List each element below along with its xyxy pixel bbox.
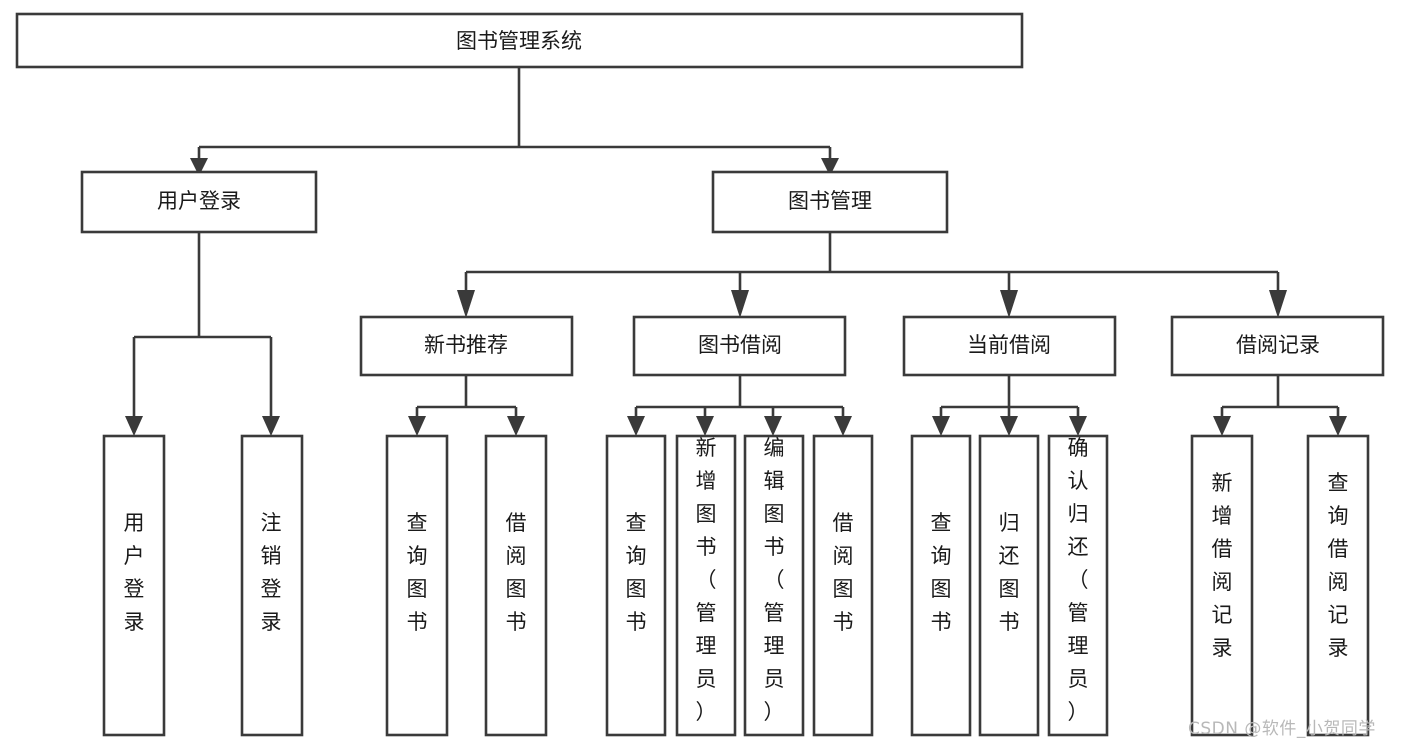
- node-new-book-rec-label: 新书推荐: [424, 333, 508, 357]
- node-leaf-add-record-label: 新增借阅记录: [1212, 471, 1233, 660]
- arrowhead-user-login: [190, 158, 208, 176]
- node-leaf-query-book-3-box[interactable]: [910, 434, 972, 737]
- connector-group-root: [190, 67, 839, 176]
- node-leaf-user-login-box[interactable]: [102, 434, 166, 737]
- node-leaf-query-book-2-box[interactable]: [605, 434, 667, 737]
- arrowhead-new-book-rec: [457, 290, 475, 318]
- node-leaf-add-book-label: 新增图书（管理员）: [696, 436, 717, 724]
- node-root-label: 图书管理系统: [456, 29, 582, 53]
- node-leaf-borrow-book-2-label: 借阅图书: [833, 511, 854, 634]
- node-user-login[interactable]: 用户登录: [80, 170, 318, 234]
- node-leaf-edit-book-box[interactable]: [743, 434, 805, 737]
- connector-group-book-manage: [457, 232, 1287, 318]
- node-book-manage[interactable]: 图书管理: [711, 170, 949, 234]
- node-leaf-borrow-book-1-box[interactable]: [484, 434, 548, 737]
- node-user-login-box[interactable]: [80, 170, 318, 234]
- node-leaf-query-book-3-label: 查询图书: [931, 511, 952, 634]
- node-book-manage-label: 图书管理: [788, 189, 872, 213]
- arrowhead-leaf-add-record: [1213, 416, 1231, 436]
- node-leaf-logout-box[interactable]: [240, 434, 304, 737]
- arrowhead-leaf-query-record: [1329, 416, 1347, 436]
- node-leaf-borrow-book-2-box[interactable]: [812, 434, 874, 737]
- node-current-borrow-box[interactable]: [902, 315, 1117, 377]
- node-leaf-return-book[interactable]: 归还图书: [978, 434, 1040, 737]
- arrowhead-leaf-borrow-book-2: [834, 416, 852, 436]
- connector-group-user-login: [125, 232, 280, 436]
- node-leaf-borrow-book-1[interactable]: 借阅图书: [484, 434, 548, 737]
- node-leaf-query-book-1-box[interactable]: [385, 434, 449, 737]
- node-leaf-add-book-box[interactable]: [675, 434, 737, 737]
- node-leaf-return-book-box[interactable]: [978, 434, 1040, 737]
- node-leaf-query-book-2-label: 查询图书: [626, 511, 647, 634]
- connector-group-current-borrow: [932, 375, 1087, 436]
- node-leaf-query-book-2[interactable]: 查询图书: [605, 434, 667, 737]
- node-leaf-query-book-1[interactable]: 查询图书: [385, 434, 449, 737]
- node-leaf-return-book-label: 归还图书: [999, 511, 1020, 634]
- node-new-book-rec-box[interactable]: [359, 315, 574, 377]
- node-leaf-user-login[interactable]: 用户登录: [102, 434, 166, 737]
- node-user-login-label: 用户登录: [157, 189, 241, 213]
- arrowhead-leaf-query-book-3: [932, 416, 950, 436]
- node-book-borrow-label: 图书借阅: [698, 333, 782, 357]
- arrowhead-borrow-record: [1269, 290, 1287, 318]
- node-leaf-add-record[interactable]: 新增借阅记录: [1190, 434, 1254, 737]
- node-leaf-logout[interactable]: 注销登录: [240, 434, 304, 737]
- node-borrow-record[interactable]: 借阅记录: [1170, 315, 1385, 377]
- node-leaf-confirm-return[interactable]: 确认归还（管理员）: [1047, 434, 1109, 737]
- connector-group-borrow-record: [1213, 375, 1347, 436]
- node-leaf-add-book[interactable]: 新增图书（管理员）: [675, 434, 737, 737]
- connector-group-new-book-rec: [408, 375, 525, 436]
- node-leaf-confirm-return-box[interactable]: [1047, 434, 1109, 737]
- node-leaf-query-book-1-label: 查询图书: [407, 511, 428, 634]
- node-current-borrow[interactable]: 当前借阅: [902, 315, 1117, 377]
- node-leaf-borrow-book-1-label: 借阅图书: [506, 511, 527, 634]
- arrowhead-leaf-query-book-2: [627, 416, 645, 436]
- node-leaf-logout-label: 注销登录: [261, 511, 282, 634]
- arrowhead-leaf-confirm-return: [1069, 416, 1087, 436]
- arrowhead-leaf-edit-book: [764, 416, 782, 436]
- arrowhead-leaf-borrow-book-1: [507, 416, 525, 436]
- node-leaf-add-record-box[interactable]: [1190, 434, 1254, 737]
- arrowhead-leaf-query-book-1: [408, 416, 426, 436]
- arrowhead-book-manage: [821, 158, 839, 176]
- node-new-book-rec[interactable]: 新书推荐: [359, 315, 574, 377]
- node-root[interactable]: 图书管理系统: [15, 12, 1024, 69]
- node-borrow-record-box[interactable]: [1170, 315, 1385, 377]
- arrowhead-book-borrow: [731, 290, 749, 318]
- node-leaf-borrow-book-2[interactable]: 借阅图书: [812, 434, 874, 737]
- node-book-manage-box[interactable]: [711, 170, 949, 234]
- node-borrow-record-label: 借阅记录: [1236, 333, 1320, 357]
- node-book-borrow-box[interactable]: [632, 315, 847, 377]
- node-leaf-edit-book[interactable]: 编辑图书（管理员）: [743, 434, 805, 737]
- arrowhead-leaf-add-book: [696, 416, 714, 436]
- node-current-borrow-label: 当前借阅: [967, 333, 1051, 357]
- node-leaf-user-login-label: 用户登录: [124, 511, 145, 634]
- node-leaf-query-record[interactable]: 查询借阅记录: [1306, 434, 1370, 737]
- node-leaf-query-book-3[interactable]: 查询图书: [910, 434, 972, 737]
- node-leaf-query-record-box[interactable]: [1306, 434, 1370, 737]
- arrowhead-leaf-user-login: [125, 416, 143, 436]
- node-leaf-query-record-label: 查询借阅记录: [1328, 471, 1349, 660]
- node-root-box[interactable]: [15, 12, 1024, 69]
- node-leaf-edit-book-label: 编辑图书（管理员）: [764, 436, 785, 724]
- node-leaf-confirm-return-label: 确认归还（管理员）: [1068, 436, 1089, 724]
- arrowhead-leaf-logout: [262, 416, 280, 436]
- connector-group-book-borrow: [627, 375, 852, 436]
- arrowhead-leaf-return-book: [1000, 416, 1018, 436]
- node-book-borrow[interactable]: 图书借阅: [632, 315, 847, 377]
- arrowhead-current-borrow: [1000, 290, 1018, 318]
